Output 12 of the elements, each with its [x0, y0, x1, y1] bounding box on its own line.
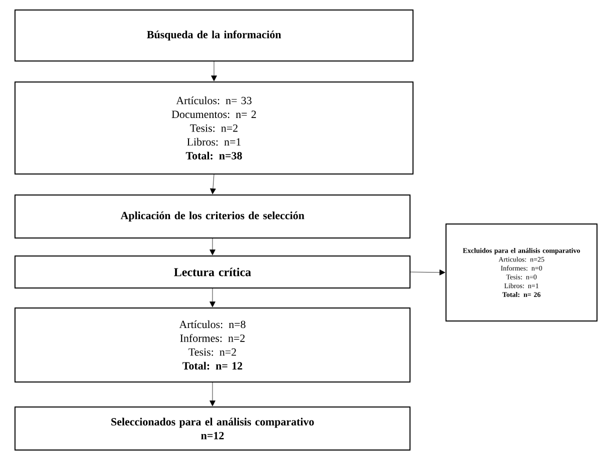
process-box: Artículos: n= 33 Documentos: n= 2 Tesis: n=2 Libros: n=1 Total: n=38: [14, 82, 414, 174]
arrow: [210, 382, 216, 406]
process-box: Artículos: n=8 Informes: n=2 Tesis: n=2 Total: n= 12: [14, 308, 410, 382]
arrow: [211, 61, 217, 82]
process-box: Lectura crítica: [14, 256, 410, 288]
process-box: Seleccionados para el análisis comparativo n=12: [14, 406, 410, 450]
process-box: Búsqueda de la información: [14, 10, 414, 62]
arrow: [410, 270, 446, 276]
arrow: [210, 288, 216, 308]
arrow: [210, 174, 216, 194]
process-box: Aplicación de los criterios de selección: [14, 194, 410, 238]
arrow: [210, 238, 216, 256]
